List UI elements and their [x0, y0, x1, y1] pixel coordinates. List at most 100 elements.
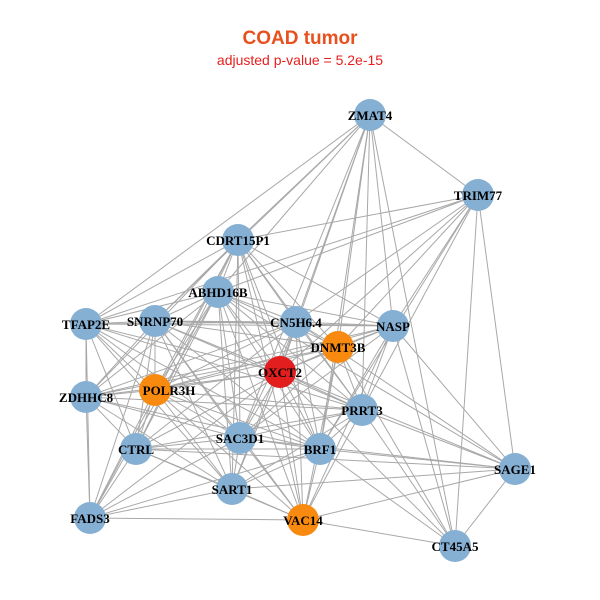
edge-BRF1-SAGE1 [319, 448, 516, 470]
node-label: CDRT15P1 [206, 233, 270, 248]
node-TFAP2E[interactable]: TFAP2E [62, 308, 110, 340]
edge-OXCT2-CT45A5 [279, 371, 456, 547]
edge-ZMAT4-SAC3D1 [239, 114, 371, 439]
node-label: ZDHHC8 [59, 390, 114, 405]
node-label: FADS3 [70, 511, 110, 526]
edge-BRF1-SART1 [231, 448, 321, 490]
node-circle[interactable] [439, 530, 471, 562]
node-circle[interactable] [202, 276, 234, 308]
edge-TFAP2E-CTRL [85, 323, 137, 450]
node-SAC3D1[interactable]: SAC3D1 [216, 422, 264, 454]
figure-subtitle: adjusted p-value = 5.2e-15 [216, 52, 384, 68]
edge-CTRL-SAC3D1 [135, 437, 241, 450]
node-circle[interactable] [139, 305, 171, 337]
node-PRRT3[interactable]: PRRT3 [341, 394, 383, 426]
edge-ABHD16B-NASP [217, 291, 394, 327]
node-NASP[interactable]: NASP [376, 310, 410, 342]
edge-PRRT3-VAC14 [302, 409, 363, 521]
node-label: NASP [376, 319, 410, 334]
node-circle[interactable] [74, 502, 106, 534]
node-POLR3H[interactable]: POLR3H [139, 374, 195, 406]
node-DNMT3B[interactable]: DNMT3B [311, 331, 366, 363]
node-circle[interactable] [322, 331, 354, 363]
edge-SAGE1-SART1 [231, 468, 516, 490]
edge-TRIM77-CN5H6.4 [295, 194, 479, 323]
node-circle[interactable] [462, 179, 494, 211]
node-label: TFAP2E [62, 317, 110, 332]
edge-BRF1-CT45A5 [319, 448, 456, 547]
node-label: VAC14 [283, 513, 323, 528]
node-label: POLR3H [143, 383, 196, 398]
edge-CN5H6.4-PRRT3 [295, 321, 363, 411]
node-ABHD16B[interactable]: ABHD16B [188, 276, 248, 308]
node-FADS3[interactable]: FADS3 [70, 502, 110, 534]
edge-ZMAT4-TFAP2E [85, 114, 371, 325]
node-label: SAC3D1 [216, 431, 264, 446]
edge-ZMAT4-PRRT3 [361, 114, 371, 411]
edge-CDRT15P1-DNMT3B [237, 239, 339, 348]
node-circle[interactable] [224, 422, 256, 454]
node-BRF1[interactable]: BRF1 [304, 433, 337, 465]
node-label: DNMT3B [311, 340, 366, 355]
edge-CDRT15P1-SNRNP70 [154, 239, 239, 322]
node-circle[interactable] [120, 433, 152, 465]
edge-NASP-SAGE1 [392, 325, 516, 470]
node-TRIM77[interactable]: TRIM77 [454, 179, 503, 211]
edge-ABHD16B-CTRL [135, 291, 219, 450]
node-CDRT15P1[interactable]: CDRT15P1 [206, 224, 270, 256]
node-circle[interactable] [222, 224, 254, 256]
node-circle[interactable] [70, 308, 102, 340]
node-circle[interactable] [304, 433, 336, 465]
edge-SNRNP70-BRF1 [154, 320, 321, 450]
edge-TRIM77-CDRT15P1 [237, 194, 479, 241]
node-SNRNP70[interactable]: SNRNP70 [127, 305, 183, 337]
node-ZMAT4[interactable]: ZMAT4 [348, 99, 393, 131]
edge-FADS3-VAC14 [89, 517, 304, 521]
node-SAGE1[interactable]: SAGE1 [494, 453, 536, 485]
edge-SAC3D1-FADS3 [89, 437, 241, 519]
edge-TFAP2E-CN5H6.4 [85, 321, 297, 325]
node-circle[interactable] [377, 310, 409, 342]
edge-OXCT2-POLR3H [154, 371, 281, 391]
edge-POLR3H-SAC3D1 [154, 389, 241, 439]
node-circle[interactable] [346, 394, 378, 426]
node-label: OXCT2 [258, 365, 302, 380]
node-SART1[interactable]: SART1 [212, 473, 253, 505]
node-label: BRF1 [304, 442, 337, 457]
edge-SNRNP70-NASP [154, 320, 394, 327]
node-ZDHHC8[interactable]: ZDHHC8 [59, 381, 114, 413]
edge-CN5H6.4-ZDHHC8 [85, 321, 297, 398]
edge-PRRT3-CT45A5 [361, 409, 456, 547]
edge-ZMAT4-TRIM77 [369, 114, 479, 196]
edge-TRIM77-ABHD16B [217, 194, 479, 293]
edge-ABHD16B-POLR3H [154, 291, 219, 391]
edge-TRIM77-PRRT3 [361, 194, 479, 411]
edge-ZMAT4-NASP [369, 114, 394, 327]
node-circle[interactable] [139, 374, 171, 406]
edge-TRIM77-TFAP2E [85, 194, 479, 325]
node-circle[interactable] [354, 99, 386, 131]
edge-POLR3H-VAC14 [154, 389, 304, 521]
node-OXCT2[interactable]: OXCT2 [258, 356, 302, 388]
edge-SART1-FADS3 [89, 488, 233, 519]
node-circle[interactable] [287, 504, 319, 536]
node-circle[interactable] [264, 356, 296, 388]
node-circle[interactable] [70, 381, 102, 413]
edge-CDRT15P1-OXCT2 [237, 239, 281, 373]
node-circle[interactable] [216, 473, 248, 505]
edge-CDRT15P1-CTRL [135, 239, 239, 450]
node-circle[interactable] [499, 453, 531, 485]
edge-TFAP2E-SART1 [85, 323, 233, 490]
node-CN5H6.4[interactable]: CN5H6.4 [270, 306, 322, 338]
node-VAC14[interactable]: VAC14 [283, 504, 323, 536]
edge-DNMT3B-POLR3H [154, 346, 339, 391]
edge-ZDHHC8-SART1 [85, 396, 233, 490]
node-label: PRRT3 [341, 403, 383, 418]
node-circle[interactable] [280, 306, 312, 338]
edge-CDRT15P1-BRF1 [237, 239, 321, 450]
node-CTRL[interactable]: CTRL [118, 433, 154, 465]
node-CT45A5[interactable]: CT45A5 [432, 530, 479, 562]
edge-POLR3H-PRRT3 [154, 389, 363, 411]
